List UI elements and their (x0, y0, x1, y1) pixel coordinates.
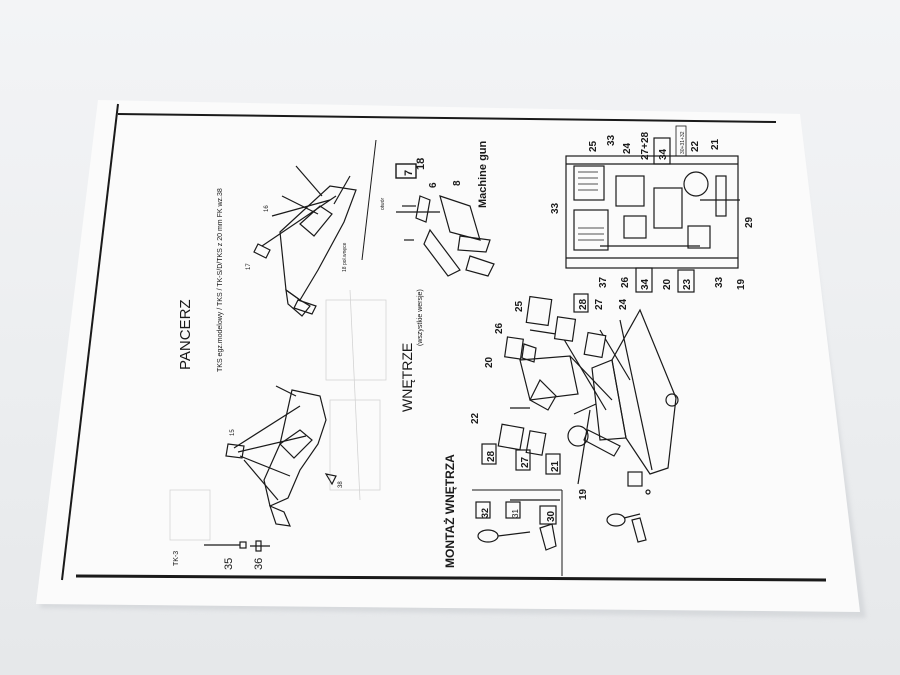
part-38: 38 (338, 481, 344, 488)
top-part-24: 24 (622, 142, 633, 154)
page-border-left (61, 103, 119, 581)
interior-assembly-drawing (510, 308, 679, 501)
bot-part-23: 23 (682, 278, 693, 290)
part-31: 31 (511, 509, 520, 518)
part-21: 21 (550, 460, 561, 472)
page-border-top (117, 113, 777, 123)
part-25: 25 (514, 300, 525, 312)
bot-part-34: 34 (640, 278, 651, 290)
page-border-bottom (75, 574, 827, 582)
subtitle-pancerz: TKS egz.modelowy / TKS / TK-S/D/TKS z 20… (217, 188, 224, 372)
bleed-through-marks (169, 289, 387, 541)
part-27-b: 27 (520, 456, 531, 468)
part-27: 27 (594, 298, 605, 310)
top-view-hatching (578, 171, 604, 241)
part-15: 15 (230, 429, 236, 436)
part-36: 36 (253, 558, 265, 570)
section-divider (361, 139, 377, 261)
part-16: 16 (264, 205, 270, 212)
part-8: 8 (452, 180, 463, 186)
part-28-box-a (573, 293, 589, 313)
bot-part-23-box (677, 269, 695, 293)
small-parts-35-36 (204, 540, 270, 552)
top-part-34: 34 (658, 148, 669, 160)
top-part-small-box (675, 125, 687, 157)
part-28: 28 (578, 298, 589, 310)
top-part-22: 22 (690, 140, 701, 152)
part-26: 26 (494, 322, 505, 334)
part-32: 32 (480, 508, 490, 518)
machine-gun-drawing (396, 195, 495, 277)
hull-drawing-top (253, 165, 357, 317)
part-21-box (545, 453, 561, 475)
part-35: 35 (223, 558, 235, 570)
part-20: 20 (484, 356, 495, 368)
top-part-33b: 33 (550, 202, 561, 214)
part-22: 22 (470, 412, 481, 424)
part-7-box (395, 163, 417, 179)
top-part-34-box (653, 137, 671, 165)
top-part-21: 21 (710, 138, 721, 150)
montaz-frame (472, 489, 563, 576)
part-30: 30 (546, 510, 557, 522)
title-pancerz: PANCERZ (177, 299, 194, 370)
label-18-pol: 18 pol.wnęce (342, 242, 348, 272)
part-27-box (515, 449, 531, 471)
bot-part-19: 19 (736, 278, 747, 290)
bot-part-33: 33 (714, 276, 725, 288)
part-28-box-b (481, 443, 497, 465)
part-18: 18 (415, 158, 427, 170)
part-24: 24 (618, 298, 629, 310)
part-30-box (539, 505, 557, 525)
hull-drawing-bottom (225, 385, 327, 527)
bot-part-34-box (635, 267, 653, 293)
bot-part-26: 26 (620, 276, 631, 288)
top-part-25: 25 (588, 140, 599, 152)
label-otwor: otwór (380, 197, 386, 210)
seat-parts (497, 295, 643, 487)
top-part-33a: 33 (606, 134, 617, 146)
bot-part-20: 20 (662, 278, 673, 290)
part-19: 19 (578, 488, 589, 500)
montaz-seat-drawing (477, 513, 647, 551)
top-part-27-28: 27+28 (640, 131, 651, 160)
part-32-box (475, 501, 491, 519)
part-28-b: 28 (486, 450, 497, 462)
part-6: 6 (428, 182, 439, 188)
top-part-small: 30+31+32 (680, 131, 686, 154)
part-38-shape (324, 473, 337, 486)
label-machine-gun: Machine gun (477, 140, 489, 208)
title-wnetrze: WNĘTRZE (399, 343, 415, 412)
part-17: 17 (246, 263, 252, 270)
subtitle-wnetrze: (wszystkie wersje) (417, 289, 424, 346)
bot-part-37: 37 (598, 276, 609, 288)
part-7: 7 (403, 170, 415, 176)
label-tk3: TK-3 (173, 551, 180, 566)
title-montaz: MONTAŻ WNĘTRZA (442, 454, 457, 568)
top-part-29: 29 (744, 216, 755, 228)
part-31-box (505, 501, 521, 519)
